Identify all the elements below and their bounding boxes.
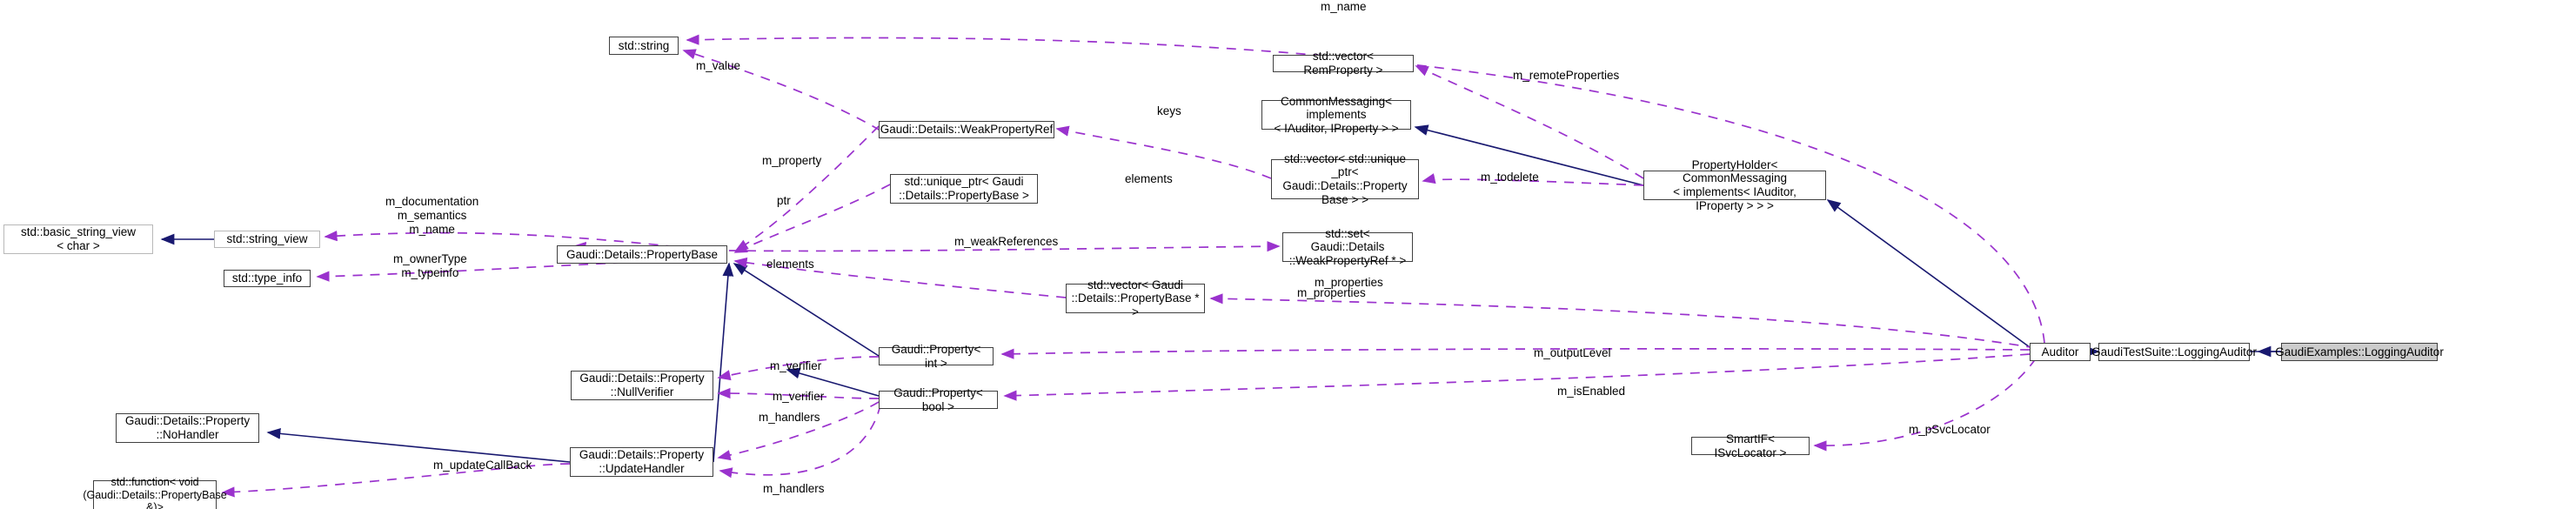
node-gaudi-property-bool[interactable]: Gaudi::Property< bool > (879, 386, 998, 413)
node-gaudi-details-propertybase[interactable]: Gaudi::Details::PropertyBase (557, 245, 727, 264)
node-gauditestsuite-loggingauditor[interactable]: GaudiTestSuite::LoggingAuditor (2091, 343, 2257, 361)
edge-label-m-weakreferences: m_weakReferences (954, 235, 1059, 248)
edge-label-m-ownertype-group: m_ownerType m_typeinfo (393, 252, 467, 279)
edge-label-m-updatecallback: m_updateCallBack (433, 459, 532, 472)
edge-label-m-verifier-bool: m_verifier (773, 390, 825, 403)
node-gaudi-details-property-updatehandler[interactable]: Gaudi::Details::Property ::UpdateHandler (570, 447, 713, 477)
node-gaudi-details-weakpropertyref[interactable]: Gaudi::Details::WeakPropertyRef (879, 121, 1054, 138)
node-gaudi-details-property-nullverifier[interactable]: Gaudi::Details::Property ::NullVerifier (571, 371, 713, 400)
edge-label-m-property: m_property (762, 154, 822, 167)
edge-label-keys: keys (1157, 104, 1181, 117)
edge-label-m-todelete: m_todelete (1481, 171, 1539, 184)
edge-label-m-handlers-bool: m_handlers (763, 482, 825, 495)
edge-label-m-outputlevel: m_outputLevel (1534, 346, 1611, 359)
node-propertyholder[interactable]: PropertyHolder< CommonMessaging < implem… (1643, 158, 1826, 212)
node-std-unique-ptr-propertybase[interactable]: std::unique_ptr< Gaudi ::Details::Proper… (890, 174, 1038, 204)
edge-label-elements-unique: elements (1125, 172, 1173, 185)
edge-label-m-verifier-int: m_verifier (770, 359, 822, 372)
edge-label-m-name-top: m_name (1321, 0, 1367, 13)
node-std-string[interactable]: std::string (609, 37, 679, 55)
node-gaudi-details-property-nohandler[interactable]: Gaudi::Details::Property ::NoHandler (116, 413, 259, 443)
edge-label-m-remoteproperties: m_remoteProperties (1513, 69, 1620, 82)
node-std-vector-remproperty[interactable]: std::vector< RemProperty > (1273, 50, 1414, 77)
inheritance-plain-lines (214, 238, 2281, 352)
node-gaudi-property-int[interactable]: Gaudi::Property< int > (879, 343, 994, 370)
edge-label-m-value: m_value (696, 59, 741, 72)
edge-label-m-isenabled: m_isEnabled (1557, 385, 1626, 398)
node-commonmessaging[interactable]: CommonMessaging< implements < IAuditor, … (1261, 95, 1411, 135)
node-std-set-weakpropertyref-ptr[interactable]: std::set< Gaudi::Details ::WeakPropertyR… (1282, 227, 1413, 267)
node-std-function-void-propertybase-ref[interactable]: std::function< void (Gaudi::Details::Pro… (83, 476, 227, 509)
node-std-vector-propertybase-ptr[interactable]: std::vector< Gaudi ::Details::PropertyBa… (1066, 278, 1205, 318)
edge-label-m-psvclocator: m_pSvcLocator (1909, 423, 1991, 436)
edge-label-ptr: ptr (777, 194, 791, 207)
node-std-vector-unique-ptr-propertybase[interactable]: std::vector< std::unique _ptr< Gaudi::De… (1271, 152, 1419, 206)
node-std-string-view[interactable]: std::string_view (214, 231, 320, 248)
usage-edge-group (221, 34, 2045, 498)
node-std-basic-string-view[interactable]: std::basic_string_view < char > (3, 224, 153, 254)
node-smartif-isvclocator[interactable]: SmartIF< ISvcLocator > (1691, 432, 1810, 459)
node-gaudiexamples-loggingauditor[interactable]: GaudiExamples::LoggingAuditor (2275, 343, 2444, 361)
inheritance-edge-group (160, 124, 2281, 463)
edge-label-m-documentation-group: m_documentation m_semantics m_name (385, 195, 479, 236)
edge-label-elements-vector: elements (766, 258, 814, 271)
edge-label-m-properties-lower: m_properties (1297, 286, 1366, 299)
edge-label-m-handlers-int: m_handlers (759, 411, 820, 424)
node-std-type-info[interactable]: std::type_info (224, 270, 311, 287)
node-auditor[interactable]: Auditor (2030, 343, 2091, 361)
